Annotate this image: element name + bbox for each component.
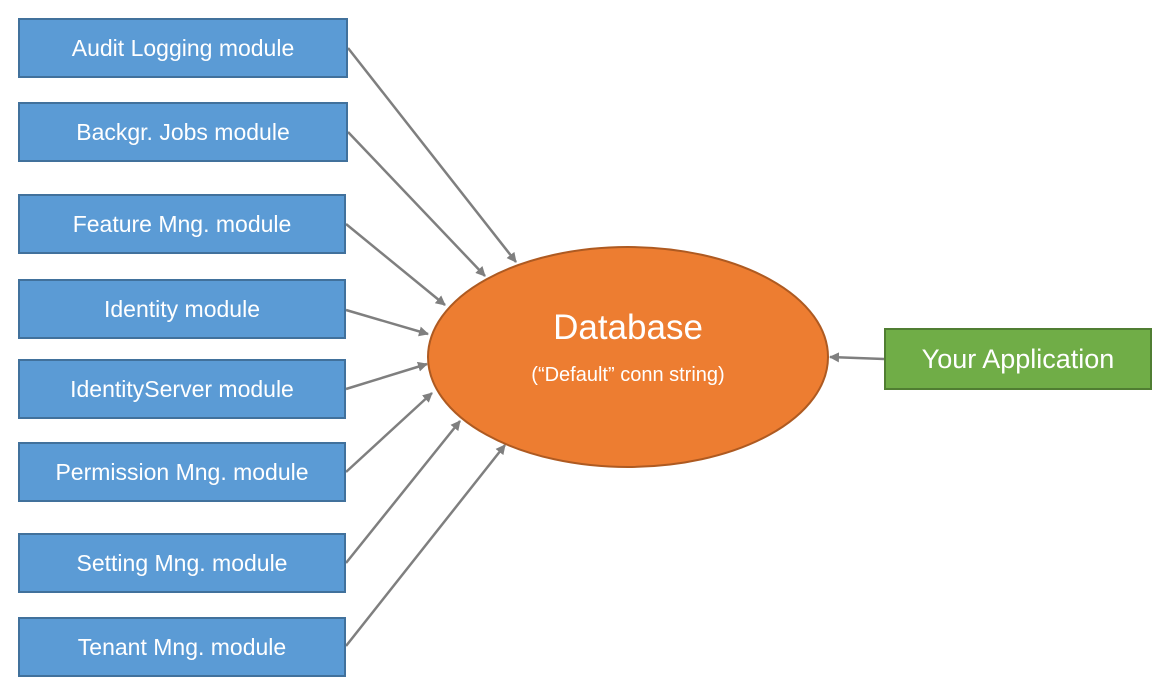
- connector-feature-management: [345, 223, 446, 306]
- module-label: Feature Mng. module: [72, 210, 292, 237]
- connector-background-jobs: [347, 131, 486, 277]
- database-ellipse: [427, 246, 829, 468]
- your-application-box: Your Application: [884, 328, 1152, 390]
- connector-tenant-management: [345, 444, 506, 647]
- module-tenant-management: Tenant Mng. module: [18, 617, 346, 677]
- connector-setting-management: [345, 420, 461, 564]
- connector-permission-management: [345, 392, 433, 473]
- database-title: Database: [553, 308, 703, 347]
- module-label: IdentityServer module: [70, 375, 294, 402]
- module-setting-management: Setting Mng. module: [18, 533, 346, 593]
- module-label: Permission Mng. module: [55, 458, 309, 485]
- module-label: Tenant Mng. module: [77, 633, 287, 660]
- module-label: Setting Mng. module: [76, 549, 288, 576]
- connector-identityserver: [345, 361, 428, 391]
- connector-identity: [345, 308, 429, 337]
- connector-audit-logging: [347, 47, 517, 263]
- application-label: Your Application: [921, 343, 1115, 374]
- module-label: Identity module: [104, 295, 260, 322]
- module-label: Audit Logging module: [71, 34, 295, 61]
- module-identityserver: IdentityServer module: [18, 359, 346, 419]
- connector-your-application: [829, 352, 885, 363]
- module-label: Backgr. Jobs module: [76, 118, 290, 145]
- module-background-jobs: Backgr. Jobs module: [18, 102, 348, 162]
- module-identity: Identity module: [18, 279, 346, 339]
- database-subtitle: (“Default” conn string): [531, 364, 725, 386]
- module-permission-management: Permission Mng. module: [18, 442, 346, 502]
- module-audit-logging: Audit Logging module: [18, 18, 348, 78]
- module-feature-management: Feature Mng. module: [18, 194, 346, 254]
